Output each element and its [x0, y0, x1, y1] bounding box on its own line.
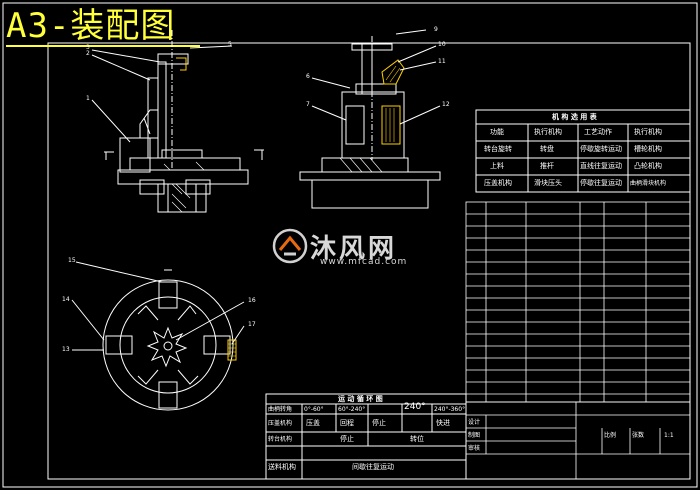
- mechanism-cell: 转盘: [540, 145, 554, 153]
- watermark-url: www.mfcad.com: [320, 257, 408, 267]
- side-view: [299, 29, 441, 209]
- part-label: 1: [86, 95, 90, 102]
- part-label: 9: [434, 26, 438, 33]
- motion-cycle-row-label: 曲柄转角: [268, 406, 293, 413]
- part-label: 11: [438, 58, 446, 65]
- mechanism-cell: 压盖机构: [484, 179, 512, 187]
- mechanism-header-cell: 执行机构: [634, 128, 662, 136]
- mechanism-cell: 上料: [490, 162, 504, 170]
- part-label: 5: [228, 41, 232, 48]
- watermark: 沐风网 www.mfcad.com: [268, 226, 438, 270]
- motion-cycle-row-label: 送料机构: [268, 463, 296, 471]
- watermark-text: 沐风网: [310, 234, 398, 264]
- part-label: 7: [306, 101, 310, 108]
- part-label: 17: [248, 321, 256, 328]
- mechanism-cell: 槽轮机构: [634, 145, 662, 153]
- title-block-cell: 张数: [632, 432, 645, 439]
- part-label: 15: [68, 257, 76, 264]
- part-label: 6: [306, 73, 310, 80]
- motion-cycle-grid: [265, 393, 467, 480]
- mechanism-table-title: 机 构 选 用 表: [552, 113, 597, 121]
- motion-cycle-row-label: 压盖机构: [268, 420, 293, 427]
- motion-cycle-cell: 停止: [340, 435, 354, 443]
- mechanism-header-cell: 工艺动作: [584, 128, 612, 136]
- motion-cycle-angle: 240°-360°: [434, 406, 466, 413]
- title-block-cell: 比例: [604, 432, 617, 439]
- mechanism-header-cell: 执行机构: [534, 128, 562, 136]
- mechanism-cell: 直线往复运动: [580, 162, 622, 170]
- motion-cycle-angle: 0°-60°: [304, 406, 324, 413]
- front-view: [91, 30, 264, 213]
- mechanism-cell: 停歇往复运动: [580, 179, 622, 187]
- part-label: 14: [62, 296, 70, 303]
- title-block-cell: 1:1: [664, 432, 674, 439]
- motion-cycle-cell: 快进: [436, 419, 450, 427]
- title-block-cell: 审核: [468, 445, 481, 452]
- motion-cycle-row-label: 转台机构: [268, 436, 293, 443]
- motion-cycle-cell: 压盖: [306, 419, 320, 427]
- mechanism-cell: 曲柄滑块机构: [630, 180, 667, 187]
- watermark-logo-icon: [272, 228, 308, 264]
- motion-cycle-cell: 间歇往复运动: [352, 463, 394, 471]
- part-label: 3: [86, 44, 90, 51]
- part-label: 10: [438, 41, 446, 48]
- mechanism-cell: 推杆: [540, 162, 554, 170]
- mechanism-cell: 滑块压头: [534, 179, 562, 187]
- part-label: 12: [442, 101, 450, 108]
- mechanism-table-grid: [475, 109, 691, 193]
- motion-cycle-cell: 转位: [410, 435, 424, 443]
- mechanism-cell: 凸轮机构: [634, 162, 662, 170]
- motion-cycle-angle: 60°-240°: [338, 406, 366, 413]
- parts-list-grid: [465, 201, 691, 403]
- part-label: 2: [86, 50, 90, 57]
- title-block-cell: 设计: [468, 419, 481, 426]
- motion-cycle-angle-marker: 240°: [404, 402, 426, 412]
- title-block-cell: 制图: [468, 432, 481, 439]
- part-label: 16: [248, 297, 256, 304]
- mechanism-header-cell: 功能: [490, 128, 504, 136]
- part-label: 13: [62, 346, 70, 353]
- mechanism-cell: 转台旋转: [484, 145, 512, 153]
- motion-cycle-title: 运 动 循 环 图: [338, 395, 383, 403]
- drawing-title: A3-装配图: [6, 6, 176, 46]
- motion-cycle-cell: 回程: [340, 419, 354, 427]
- top-view: [71, 261, 245, 411]
- mechanism-cell: 停歇旋转运动: [580, 145, 622, 153]
- title-block-grid: [465, 401, 691, 480]
- motion-cycle-cell: 停止: [372, 419, 386, 427]
